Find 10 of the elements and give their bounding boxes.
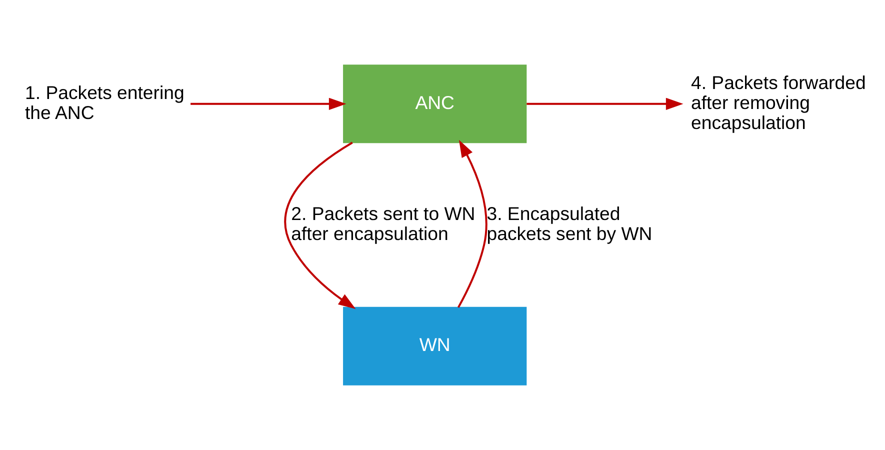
node-text: 1. Packets entering the ANC bbox=[25, 82, 184, 123]
node-box: WN bbox=[343, 306, 527, 386]
node-text: 4. Packets forwarded after removing encapsulation bbox=[691, 72, 866, 133]
arrow bbox=[284, 142, 356, 309]
node-box: ANC bbox=[343, 64, 527, 144]
edge-label: 2. Packets sent to WN after encapsulation bbox=[291, 202, 476, 244]
arrow bbox=[457, 140, 488, 308]
arrow bbox=[190, 98, 346, 110]
arrow bbox=[526, 98, 684, 110]
edge-label: 3. Encapsulated packets sent by WN bbox=[486, 202, 652, 244]
